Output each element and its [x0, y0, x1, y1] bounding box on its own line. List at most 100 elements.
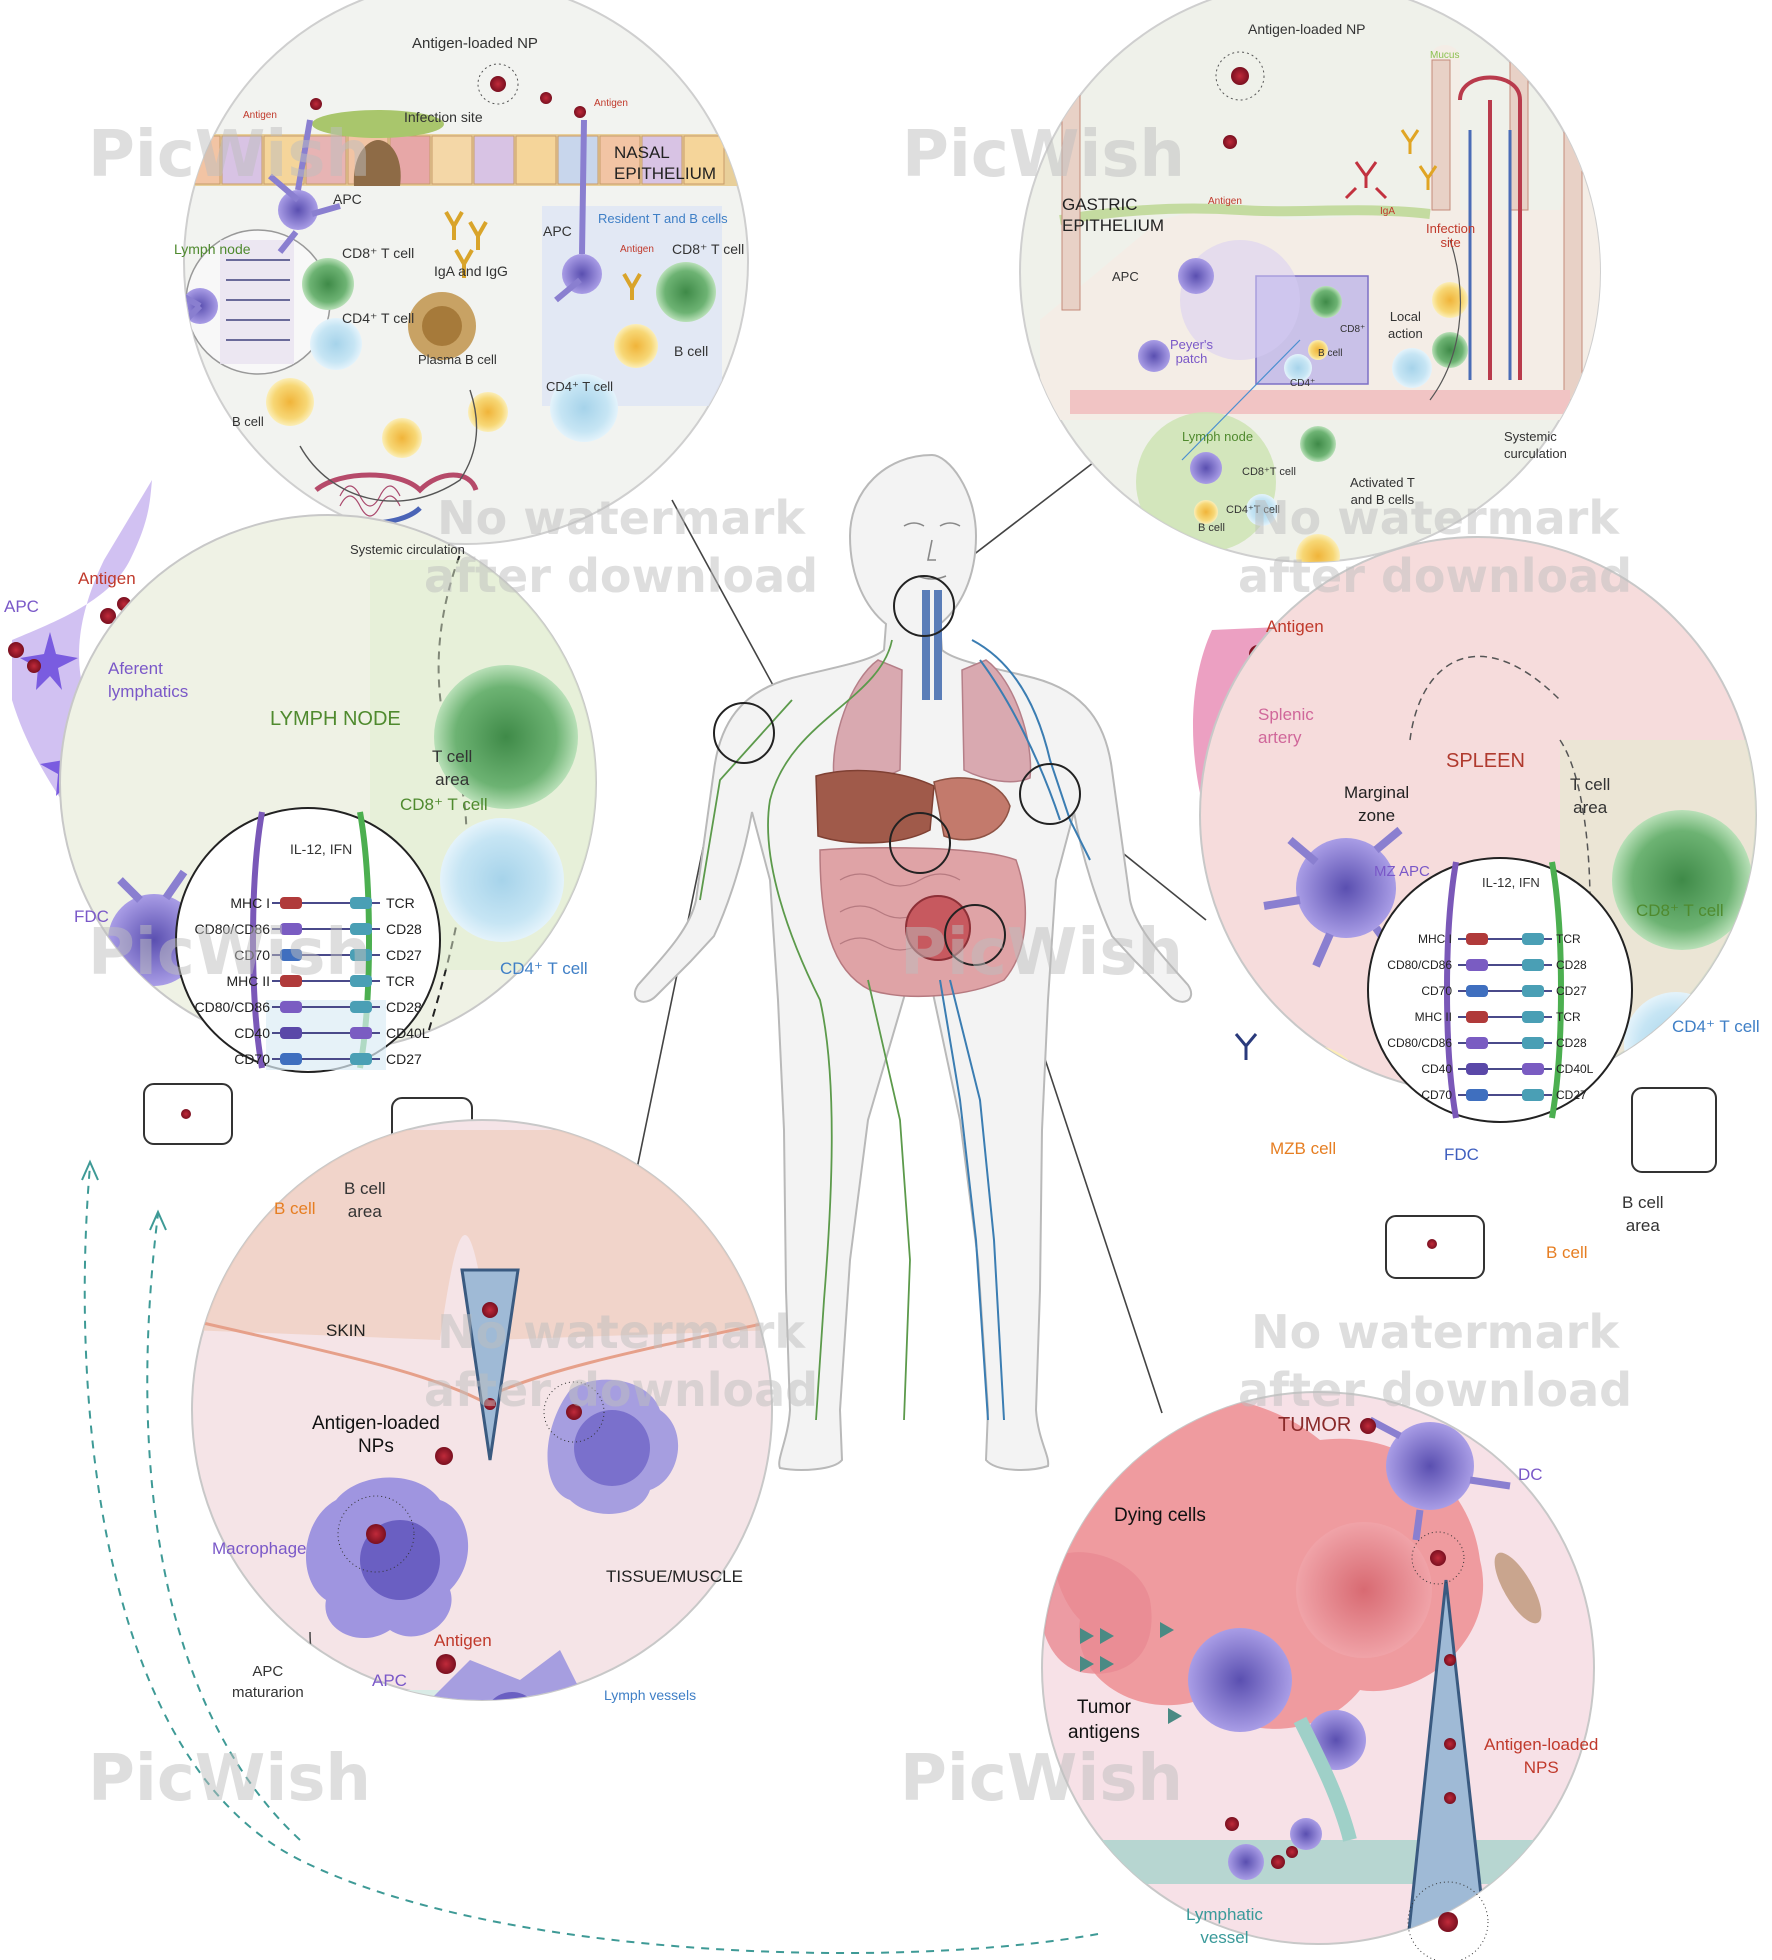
watermark-nowm-3-line-2: after download [424, 1362, 819, 1417]
gastric-epithelium-line-1: GASTRIC [1062, 195, 1138, 214]
nasal-apc-label-1: APC [333, 191, 362, 207]
watermark-nowm-1-line-1: No watermark [437, 491, 805, 545]
lymph_node-molecule-ligand-5 [280, 1027, 302, 1039]
ln-t-area-line-2: area [435, 769, 470, 789]
spleen-left-molecule-1: CD80/CD86 [1387, 958, 1452, 972]
sp-antigen-label: Antigen [1266, 617, 1324, 636]
ln-apc-label: APC [4, 597, 39, 616]
sp-mz-apc-label: MZ APC [1374, 863, 1430, 880]
lymph_node-molecule-ligand-0 [280, 897, 302, 909]
gastric-infection-line-2: site [1440, 235, 1461, 251]
gastric-systemic-line-2: curculation [1504, 446, 1567, 462]
lymphatic-return-arrows [81, 1159, 1099, 1955]
lymph_node-right-molecule-4: CD28 [386, 999, 422, 1015]
nasal-epithelium-line-1: NASAL [614, 143, 670, 162]
gastric-cd4-label: CD4⁺ [1290, 378, 1316, 389]
nasal-epithelium-label: NASAL EPITHELIUM [614, 143, 717, 183]
sp-il12-label: IL-12, IFN [1482, 875, 1540, 890]
watermark-nowm-3: No watermark after download [424, 1304, 818, 1419]
watermark-picwish-3: PicWish [88, 916, 371, 990]
sp-fdc-label: FDC [1444, 1145, 1479, 1164]
lymph_node-left-molecule-5: CD40 [234, 1025, 270, 1041]
gastric-apc-label: APC [1112, 269, 1139, 284]
nasal-res-cd8-label: CD8⁺ T cell [672, 241, 745, 257]
gastric-np-label: Antigen-loaded NP [1248, 21, 1366, 37]
spleen-right-molecule-3: TCR [1556, 1010, 1581, 1024]
gastric-systemic-line-1: Systemic [1504, 429, 1557, 444]
gastric-epithelium-label: GASTRIC EPITHELIUM [1062, 195, 1164, 235]
lymph_node-left-molecule-2: CD70 [234, 947, 270, 963]
spleen-molecule-receptor-0 [1522, 933, 1544, 945]
nasal-iga-igg-label: IgA and IgG [434, 263, 508, 279]
ln-synapse-molecules [272, 897, 380, 1065]
lymph_node-right-molecule-1: CD28 [386, 921, 422, 937]
spleen-molecule-receptor-4 [1522, 1037, 1544, 1049]
tumor-panel [1041, 1391, 1595, 1960]
tumor-antigens-line-1: Tumor [1076, 1697, 1132, 1718]
lymph_node-left-molecule-4: CD80/CD86 [194, 999, 270, 1015]
nasal-apc-label-2: APC [543, 223, 572, 239]
sp-marginal-line-2: zone [1358, 805, 1396, 825]
spleen-molecule-receptor-2 [1522, 985, 1544, 997]
ln-antigen-label: Antigen [78, 569, 136, 588]
ln-t-area-line-1: T cell [432, 747, 473, 766]
tumor-np-label: Antigen-loaded NPS [1484, 1735, 1599, 1777]
spleen-left-molecule-2: CD70 [1421, 984, 1452, 998]
skin-apc-mat-line-2: maturarion [232, 1683, 304, 1701]
watermark-nowm-1-line-2: after download [424, 548, 819, 603]
tumor-np-line-1: Antigen-loaded [1484, 1735, 1599, 1754]
sp-b-cell-label: B cell [1546, 1243, 1588, 1262]
gastric-ln-b-cell-label: B cell [1198, 522, 1225, 534]
watermark-nowm-4-line-2: after download [1238, 1362, 1633, 1417]
spleen-right-molecule-2: CD27 [1556, 984, 1587, 998]
nasal-res-b-cell-label: B cell [674, 343, 709, 359]
spleen-left-molecule-0: MHC I [1418, 932, 1452, 946]
lymph_node-molecule-ligand-1 [280, 923, 302, 935]
ln-t-area-label: T cell area [432, 747, 473, 789]
watermark-nowm-2-line-1: No watermark [1251, 491, 1619, 545]
tumor-lymphatic-line-2: vessel [1200, 1927, 1249, 1947]
watermark-nowm-4: No watermark after download [1238, 1304, 1632, 1419]
sp-mzb-label: MZB cell [1270, 1139, 1337, 1158]
ln-afferent-line-1: Aferent [108, 659, 163, 678]
skin-macrophage-label: Macrophage [212, 1539, 307, 1558]
nasal-antigen-label-2: Antigen [594, 98, 628, 109]
spleen-right-molecule-6: CD27 [1556, 1088, 1587, 1102]
watermark-nowm-4-line-1: No watermark [1251, 1305, 1619, 1359]
lymph_node-molecule-receptor-2 [350, 949, 372, 961]
watermark-nowm-1: No watermark after download [424, 490, 818, 605]
gastric-local-line-1: Local [1389, 309, 1421, 324]
skin-lymph-vessels-label: Lymph vessels [604, 1687, 697, 1703]
watermark-picwish-1: PicWish [88, 118, 371, 192]
skin-antigen-label: Antigen [434, 1631, 492, 1650]
gastric-peyers-line-2: patch [1175, 351, 1208, 367]
sp-marginal-line-1: Marginal [1344, 783, 1410, 802]
spleen-molecule-ligand-0 [1466, 933, 1488, 945]
spleen-molecule-receptor-3 [1522, 1011, 1544, 1023]
gastric-activated-label: Activated T and B cells [1350, 475, 1415, 508]
ln-cd4-label: CD4⁺ T cell [500, 959, 588, 978]
spleen-left-molecule-6: CD70 [1421, 1088, 1452, 1102]
nasal-cd4-label: CD4⁺ T cell [342, 310, 415, 326]
sp-b-area-line-2: area [1625, 1215, 1660, 1235]
gastric-systemic-label: Systemic curculation [1504, 429, 1567, 462]
sp-t-area-label: T cell area [1570, 775, 1610, 817]
lymph_node-molecule-ligand-2 [280, 949, 302, 961]
gastric-ln-cd4-label: CD4⁺T cell [1226, 504, 1280, 516]
skin-np-line-1: Antigen-loaded [312, 1413, 440, 1434]
nasal-antigen-label-1: Antigen [243, 110, 277, 121]
watermark-picwish-6: PicWish [900, 1742, 1183, 1816]
spleen-molecule-ligand-2 [1466, 985, 1488, 997]
lymph_node-right-molecule-2: CD27 [386, 947, 422, 963]
gastric-peyers-label: Peyer's patch [1170, 337, 1213, 367]
lymph_node-molecule-receptor-0 [350, 897, 372, 909]
nasal-resident-label: Resident T and B cells [598, 211, 728, 226]
watermark-picwish-5: PicWish [88, 1742, 371, 1816]
sp-marginal-label: Marginal zone [1344, 783, 1410, 825]
nasal-epithelium-line-2: EPITHELIUM [614, 163, 717, 183]
spleen-right-molecule-5: CD40L [1556, 1062, 1594, 1076]
gastric-local-label: Local action [1388, 309, 1423, 342]
